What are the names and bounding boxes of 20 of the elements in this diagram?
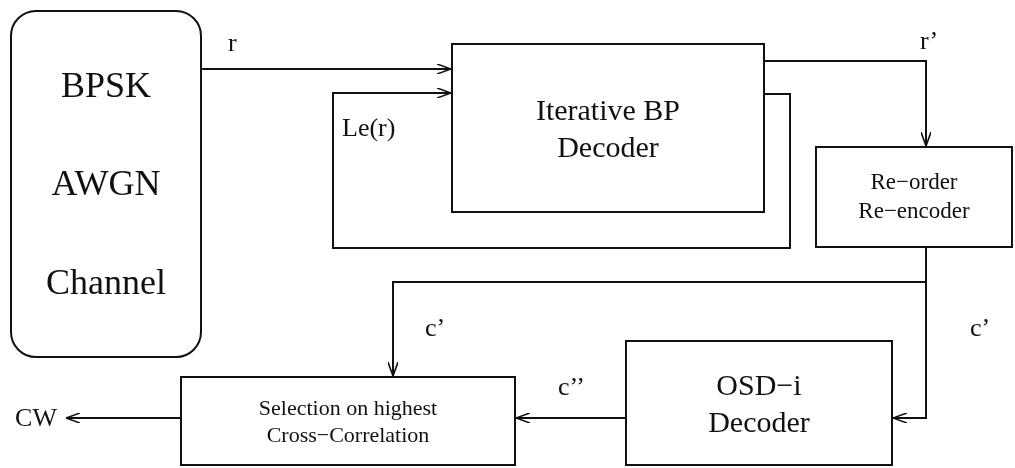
node-label: Selection on highest Cross−Correlation — [257, 393, 439, 449]
node-label: AWGN — [51, 162, 161, 206]
node-label: Channel — [46, 261, 166, 305]
node-label: Iterative BP Decoder — [534, 91, 682, 165]
arrow — [764, 60, 932, 147]
arrow — [515, 412, 626, 424]
node-label: CW — [15, 401, 57, 434]
node-label: BPSK — [60, 63, 152, 107]
process-box — [451, 43, 765, 213]
process-box — [180, 376, 516, 466]
arrow — [65, 412, 181, 424]
arrow — [201, 63, 452, 75]
edge-label: Le(r) — [340, 115, 398, 141]
arrow — [892, 247, 927, 424]
channel-box — [10, 10, 202, 358]
node-label: OSD−i Decoder — [707, 366, 811, 440]
arrow — [332, 87, 791, 249]
node-label: Re−order Re−encoder — [857, 168, 971, 225]
process-box — [815, 146, 1013, 248]
process-box — [625, 340, 893, 466]
